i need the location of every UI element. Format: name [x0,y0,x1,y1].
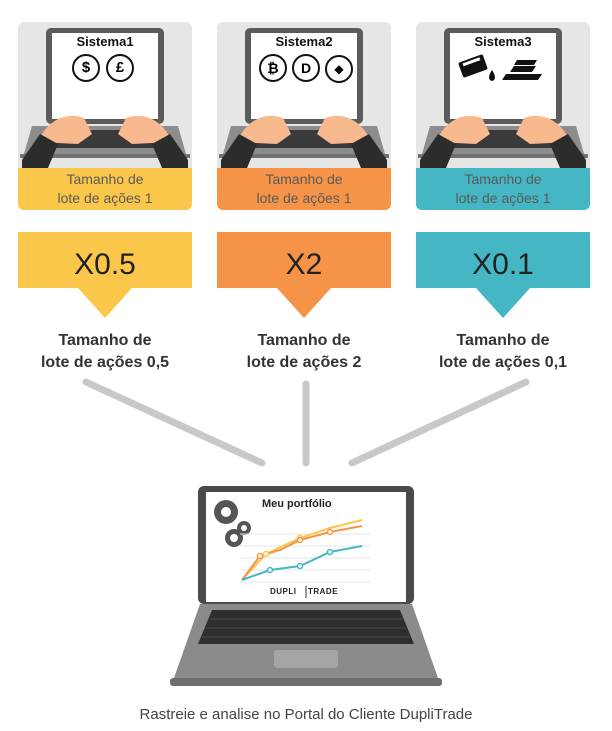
gear-icon [214,500,251,547]
laptop-typing-icon [418,28,588,168]
result-line2: lote de ações 2 [246,354,362,371]
result-line2: lote de ações 0,5 [40,354,170,371]
system-title: Sistema1 [76,34,134,49]
portfolio-laptop [170,486,442,686]
portfolio-series-orange [241,525,363,581]
oil-barrel-icon [458,54,488,78]
system-label-line1: Tamanho de [66,171,144,187]
system-label-line1: Tamanho de [464,171,542,187]
pound-icon: £ [106,54,134,82]
system-label: Tamanho de lote de ações 1 [18,168,192,210]
system-card-1: Sistema1 $£ Tamanho de lote de ações 1 [18,22,192,210]
system-label-line2: lote de ações 1 [256,190,352,206]
portfolio-title: Meu portfólio [262,498,332,510]
oil-drop-icon [489,70,495,81]
caption: Rastreie e analise no Portal do Cliente … [139,706,473,723]
result-line2: lote de ações 0,1 [438,354,568,371]
result-text-1: Tamanho de lote de ações 0,5 [18,330,192,374]
system-label-line1: Tamanho de [265,171,343,187]
result-line1: Tamanho de [257,332,351,349]
system-label: Tamanho de lote de ações 1 [217,168,391,210]
system-card-2: Sistema2 ₿D◆ Tamanho de lote de ações 1 [217,22,391,210]
gold-bars-icon [502,60,542,80]
down-arrow-shape [416,232,590,318]
system-title: Sistema2 [275,34,333,49]
brand-right: TRADE [307,587,339,596]
down-arrow-shape [18,232,192,318]
down-arrow-shape [217,232,391,318]
ethereum-icon: ◆ [325,55,353,83]
multiplier-value: X0.1 [472,248,534,281]
duplitrade-logo: DUPLI TRADE [270,587,338,596]
multiplier-box-2: X2 [217,232,391,320]
bitcoin-icon: ₿ [259,54,287,82]
system-title: Sistema3 [474,34,532,49]
multiplier-box-3: X0.1 [416,232,590,320]
result-text-3: Tamanho de lote de ações 0,1 [416,330,590,374]
dash-icon: D [292,54,320,82]
system-label-line2: lote de ações 1 [57,190,153,206]
connector-line-3 [348,378,530,467]
system-card-3: Sistema3 Tamanho de lote de ações 1 [416,22,590,210]
brand-left: DUPLI [270,587,297,596]
result-line1: Tamanho de [58,332,152,349]
laptop-typing-icon [20,28,190,168]
result-text-2: Tamanho de lote de ações 2 [217,330,391,374]
system-label: Tamanho de lote de ações 1 [416,168,590,210]
connector-line-1 [82,378,266,467]
system-label-line2: lote de ações 1 [455,190,551,206]
multiplier-value: X2 [285,248,323,281]
dollar-icon: $ [72,54,100,82]
multiplier-value: X0.5 [74,248,136,281]
multiplier-box-1: X0.5 [18,232,192,320]
result-line1: Tamanho de [456,332,550,349]
